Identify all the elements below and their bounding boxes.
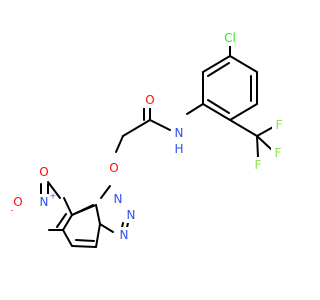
bond: [99, 223, 114, 233]
bond: [62, 229, 73, 247]
bond: [71, 204, 97, 216]
bond: [71, 245, 97, 248]
atom-labels: Cl F F F N H O O N N N O N + O -: [11, 30, 286, 243]
triazole-nitrogen-label: N: [114, 192, 123, 206]
bond: [202, 55, 231, 73]
bonds: [40, 45, 276, 248]
triazole-nitrogen-label: N: [127, 208, 136, 222]
bond: [229, 55, 258, 73]
fluorine-atom-label: F: [255, 158, 262, 172]
label-bg: [272, 117, 286, 133]
label-bg: [111, 191, 125, 207]
nitro-oxygen-charge: -: [11, 206, 14, 215]
nitro-oxygen-minus-label: O: [13, 195, 22, 209]
amide-hydrogen-label: H: [174, 142, 183, 156]
bond: [100, 185, 111, 199]
bond: [47, 181, 61, 199]
bond: [115, 135, 124, 153]
bond: [207, 62, 230, 77]
bond: [122, 119, 151, 137]
bond: [95, 223, 101, 248]
bond: [256, 135, 273, 151]
chemical-structure-diagram: Cl F F F N H O O N N N O N + O -: [10, 30, 286, 248]
bond: [95, 204, 101, 225]
label-bg: [172, 125, 186, 141]
fluorine-atom-label: F: [275, 146, 282, 160]
bond: [63, 197, 73, 216]
bond: [202, 103, 231, 121]
label-bg: [107, 160, 121, 176]
amide-nitrogen-label: N: [175, 126, 184, 140]
bond: [56, 213, 67, 228]
carbonyl-oxygen-label: O: [145, 93, 154, 107]
chlorine-atom-label: Cl: [224, 31, 236, 45]
triazole-nitrogen-label: N: [120, 228, 129, 242]
label-bg: [37, 164, 51, 180]
label-bg: [124, 207, 138, 223]
label-bg: [37, 194, 51, 210]
nitro-nitrogen-charge: +: [50, 192, 57, 201]
label-bg: [220, 30, 240, 46]
nitro-nitrogen-label: N: [40, 195, 49, 209]
fluorine-atom-label: F: [276, 118, 283, 132]
label-bg: [11, 194, 25, 210]
label-bg: [172, 140, 186, 156]
label-bg: [271, 145, 285, 161]
label-bg: [251, 157, 265, 173]
nitro-oxygen-label: O: [39, 165, 48, 179]
bond: [229, 103, 258, 121]
bond: [62, 214, 73, 231]
ether-oxygen-label: O: [109, 161, 118, 175]
label-bg: [117, 227, 131, 243]
bond: [256, 135, 259, 158]
bond: [75, 239, 95, 242]
bond: [207, 99, 230, 114]
bond: [149, 119, 171, 131]
bond: [229, 119, 258, 137]
bond: [186, 103, 204, 115]
label-bg: [143, 92, 157, 108]
